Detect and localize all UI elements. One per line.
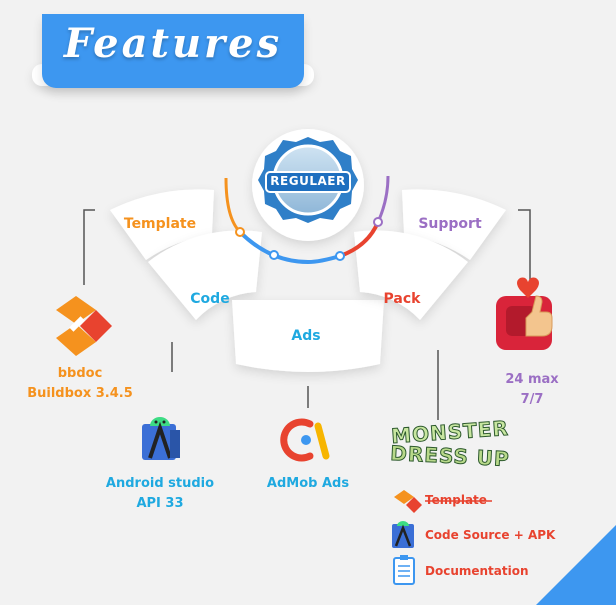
pack-doc-icon <box>393 555 415 585</box>
segment-support <box>402 189 506 260</box>
segment-label-pack: Pack <box>383 291 421 307</box>
connector-support <box>518 209 531 290</box>
android-studio-label: Android studio API 33 <box>105 476 215 511</box>
page-title: Features <box>63 20 283 67</box>
monster-dress-up-logo: MONSTER DRESS UP <box>380 415 520 472</box>
connector-template <box>83 209 95 285</box>
segment-pack <box>354 230 468 320</box>
regulaer-badge <box>252 129 364 241</box>
segment-label-ads: Ads <box>291 328 321 344</box>
android-studio-logo <box>142 417 180 460</box>
support-thumbs-icon <box>496 277 553 350</box>
arc-blue <box>238 230 341 265</box>
admob-logo <box>280 418 330 462</box>
logo-line-2: DRESS UP <box>389 440 511 472</box>
pack-row-documentation: Documentation <box>425 564 529 578</box>
pack-row-template: Template <box>425 493 487 507</box>
arc-node <box>235 227 245 237</box>
pack-code-icon <box>392 521 414 548</box>
segment-ads <box>232 300 384 372</box>
bbdoc-logo <box>56 296 112 356</box>
bbdoc-label: bbdoc Buildbox 3.4.5 <box>27 366 133 401</box>
admob-label: AdMob Ads <box>266 476 350 491</box>
arc-purple <box>376 175 390 223</box>
segment-label-code: Code <box>190 291 230 307</box>
pack-row-code-source: Code Source + APK <box>425 528 556 542</box>
arc-orange <box>224 177 242 234</box>
badge-text: REGULAER <box>270 174 346 188</box>
arc-node <box>335 251 345 261</box>
segment-code <box>148 230 262 320</box>
segment-label-support: Support <box>418 216 482 232</box>
corner-decoration <box>536 525 616 605</box>
arc-node <box>269 250 279 260</box>
segment-template <box>110 189 214 260</box>
arc-node <box>373 217 383 227</box>
pack-template-icon <box>394 490 422 513</box>
header-banner <box>42 14 304 88</box>
support-label: 24 max 7/7 <box>505 372 559 407</box>
segment-label-template: Template <box>123 216 197 232</box>
